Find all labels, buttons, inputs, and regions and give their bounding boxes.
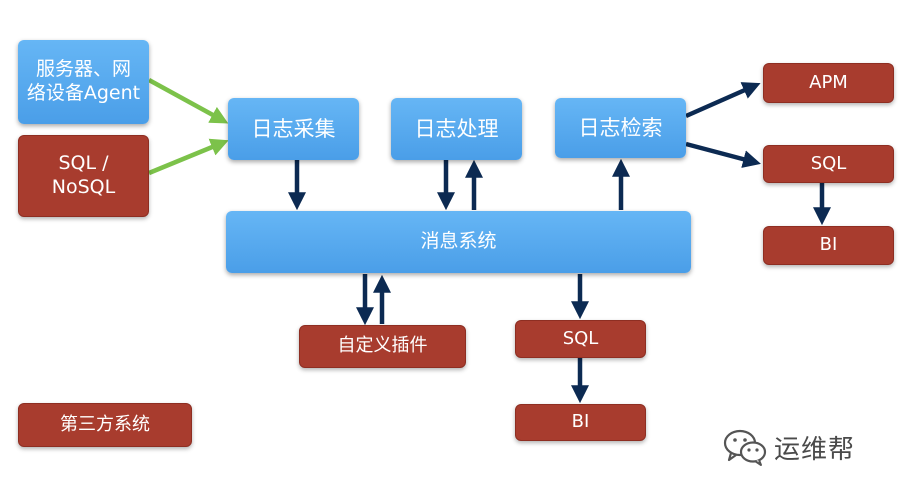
node-server-agent: 服务器、网 络设备Agent — [18, 40, 149, 124]
node-message-system: 消息系统 — [226, 211, 691, 273]
node-log-process: 日志处理 — [391, 98, 522, 160]
node-bi-right: BI — [763, 226, 894, 265]
watermark-text: 运维帮 — [774, 434, 856, 465]
arrow-search-to-apm — [685, 82, 761, 119]
node-apm: APM — [763, 63, 894, 103]
node-bi-mid: BI — [515, 404, 646, 441]
node-sql-right: SQL — [763, 145, 894, 183]
node-sql-nosql: SQL / NoSQL — [18, 135, 149, 217]
watermark: 运维帮 — [722, 424, 855, 470]
node-custom-plugin: 自定义插件 — [299, 325, 466, 368]
arrow-search-to-sql-right — [685, 141, 761, 168]
node-sql-mid: SQL — [515, 320, 646, 358]
node-third-party: 第三方系统 — [18, 403, 192, 447]
node-log-search: 日志检索 — [555, 98, 686, 158]
arrow-sql-to-collect — [148, 138, 229, 176]
wechat-icon — [723, 429, 767, 466]
node-log-collect: 日志采集 — [228, 98, 359, 160]
arrow-agent-to-collect — [147, 78, 229, 124]
